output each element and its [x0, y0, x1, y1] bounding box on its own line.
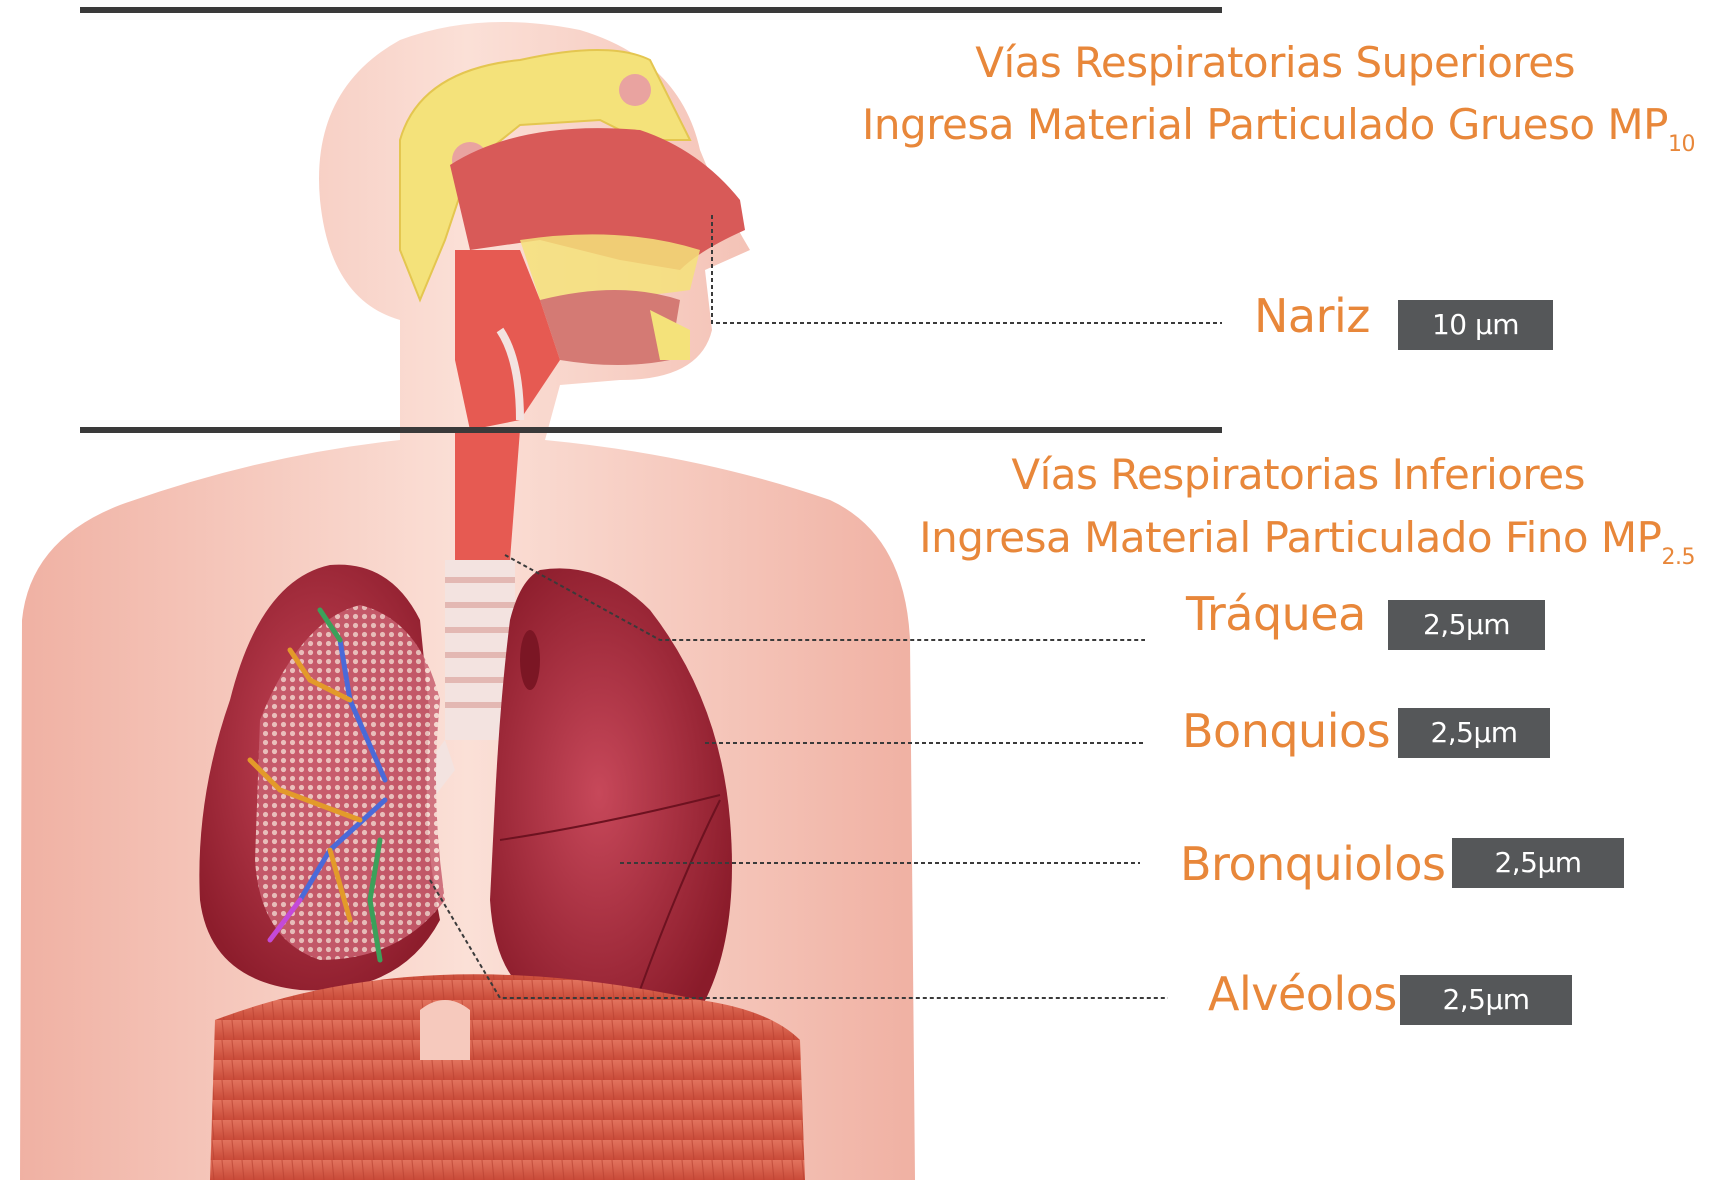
- upper-subtitle-text: Ingresa Material Particulado Grueso MP: [862, 100, 1668, 149]
- diaphragm: [210, 974, 805, 1180]
- part-label-nariz: Nariz: [1254, 290, 1370, 342]
- size-badge-traquea: 2,5µm: [1388, 600, 1545, 650]
- lower-airways-subtitle: Ingresa Material Particulado Fino MP2.5: [700, 513, 1695, 563]
- size-badge-alveolos: 2,5µm: [1400, 975, 1572, 1025]
- upper-airways-subtitle: Ingresa Material Particulado Grueso MP10: [680, 100, 1695, 150]
- part-label-alveolos: Alvéolos: [1208, 968, 1397, 1020]
- size-badge-nariz: 10 µm: [1398, 300, 1553, 350]
- part-label-bronquiolos: Bronquiolos: [1180, 838, 1445, 890]
- part-label-traquea: Tráquea: [1186, 588, 1366, 640]
- lower-airways-title: Vías Respiratorias Inferiores: [900, 450, 1585, 500]
- upper-subtitle-subscript: 10: [1668, 132, 1695, 157]
- lower-subtitle-text: Ingresa Material Particulado Fino MP: [919, 513, 1661, 562]
- upper-airways-title: Vías Respiratorias Superiores: [880, 38, 1575, 88]
- part-label-bronquios: Bonquios: [1182, 705, 1390, 757]
- leader-nariz: [712, 215, 1222, 323]
- lower-subtitle-subscript: 2.5: [1662, 545, 1696, 570]
- size-badge-bronquios: 2,5µm: [1398, 708, 1550, 758]
- size-badge-bronquiolos: 2,5µm: [1452, 838, 1624, 888]
